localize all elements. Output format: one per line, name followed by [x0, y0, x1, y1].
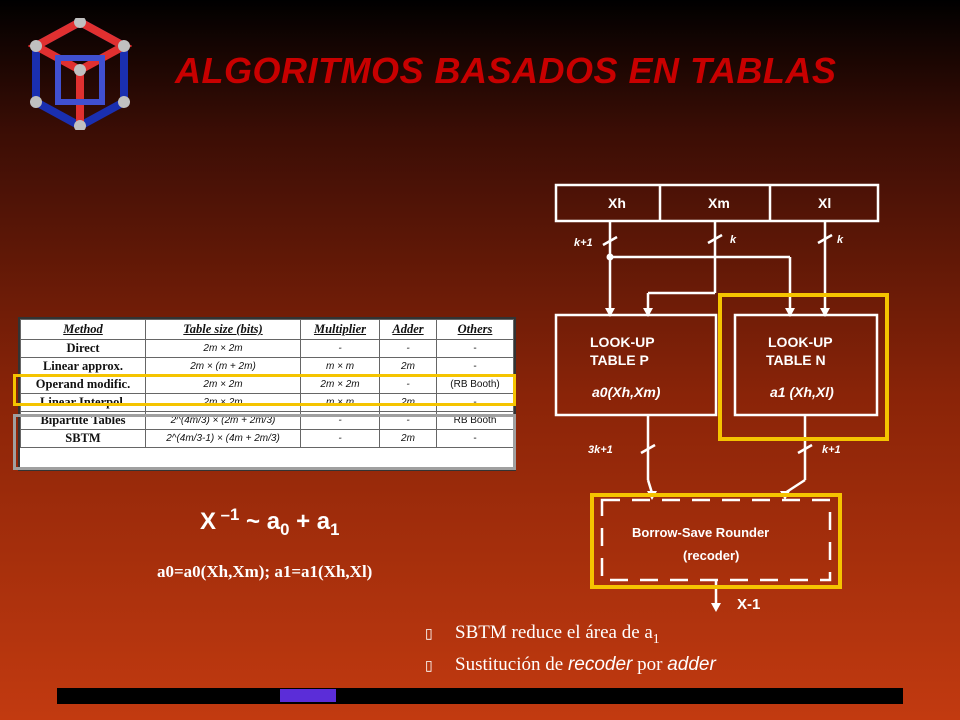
bus-label: k: [730, 234, 737, 246]
table-header-row: Method Table size (bits) Multiplier Adde…: [20, 319, 514, 340]
col-method: Method: [20, 319, 146, 340]
bipartite-sbtm-highlight: [13, 414, 516, 470]
bullet-text: por: [632, 653, 668, 675]
cell: -: [436, 357, 514, 376]
bus-label: k: [837, 234, 844, 246]
input-xl: Xl: [818, 195, 831, 211]
col-others: Others: [436, 319, 514, 340]
input-register: [554, 183, 880, 223]
table-n-line2: TABLE N: [766, 352, 826, 368]
progress-indicator: [280, 689, 336, 702]
col-multiplier: Multiplier: [300, 319, 380, 340]
table-row: Direct 2m × 2m - - -: [20, 339, 514, 358]
table-p-func: a0(Xh,Xm): [592, 384, 661, 400]
cube-logo: [28, 18, 132, 130]
eq-x: X: [200, 508, 217, 535]
table-row: Linear approx. 2m × (m + 2m) m × m 2m -: [20, 357, 514, 376]
cell: -: [379, 339, 437, 358]
cell: 2m: [379, 429, 437, 448]
bullet-list: ▯ SBTM reduce el área de a1 ▯ Sustitución …: [425, 620, 716, 680]
cell: 2m × 2m: [145, 339, 301, 358]
bullet-item: ▯ SBTM reduce el área de a1: [425, 620, 716, 652]
eq-exp: –1: [216, 505, 240, 524]
bullet-sub: 1: [652, 630, 660, 646]
definition-equation: a0=a0(Xh,Xm); a1=a1(Xh,Xl): [157, 562, 373, 581]
bus-label: k+1: [822, 444, 841, 456]
rounder-box: [600, 498, 832, 582]
cell: Linear approx.: [20, 357, 146, 376]
cell: Direct: [20, 339, 146, 358]
bullet-italic: adder: [667, 653, 716, 675]
table-p-box: [554, 313, 718, 417]
bus-label: k+1: [574, 237, 593, 249]
bus-label: 3k+1: [588, 444, 613, 456]
table-p-line1: LOOK-UP: [590, 334, 655, 350]
col-table-size: Table size (bits): [145, 319, 301, 340]
output-label: X-1: [737, 596, 760, 613]
bullet-icon: ▯: [425, 627, 433, 642]
eq-a: ~ a: [239, 508, 281, 535]
bullet-italic: recoder: [567, 653, 633, 675]
bullet-icon: ▯: [425, 658, 433, 674]
table-row: SBTM 2^(4m/3-1) × (4m + 2m/3) - 2m -: [20, 429, 514, 448]
eq-sub0: 0: [280, 519, 290, 539]
cell: SBTM: [20, 429, 146, 448]
bullet-item: ▯ Sustitución de recoder por adder: [425, 652, 716, 680]
col-adder: Adder: [379, 319, 437, 340]
input-xh: Xh: [608, 195, 626, 211]
rounder-line2: (recoder): [683, 548, 739, 563]
progress-bar: [57, 688, 903, 704]
slide-title: ALGORITMOS BASADOS EN TABLAS: [175, 50, 837, 91]
table-n-line1: LOOK-UP: [768, 334, 833, 350]
cell: 2m: [379, 357, 437, 376]
cell: -: [436, 339, 514, 358]
architecture-diagram: Xh Xm Xl k+1 k k 3k+1 k+1 LOOK-UP TABLE …: [554, 183, 889, 613]
eq-plus-a: + a: [289, 508, 331, 535]
table-n-func: a1 (Xh,Xl): [770, 384, 834, 400]
table-p-line2: TABLE P: [590, 352, 649, 368]
rounder-highlight: [590, 493, 842, 589]
cell: -: [300, 339, 380, 358]
approximation-equation: X –1 ~ a0 + a1: [200, 505, 339, 540]
input-xm: Xm: [708, 195, 730, 211]
eq-sub1: 1: [330, 519, 340, 539]
operand-modific-highlight: [13, 374, 516, 406]
cell: 2m × (m + 2m): [145, 357, 301, 376]
table-row: Linear Interpol. 2m × 2m m × m 2m -: [20, 393, 514, 412]
cell: m × m: [300, 357, 380, 376]
rounder-line1: Borrow-Save Rounder: [632, 525, 769, 540]
table-n-highlight: [718, 293, 889, 441]
bullet-text: Sustitución de: [455, 653, 568, 675]
bullet-text: SBTM reduce el área de a: [455, 622, 653, 643]
